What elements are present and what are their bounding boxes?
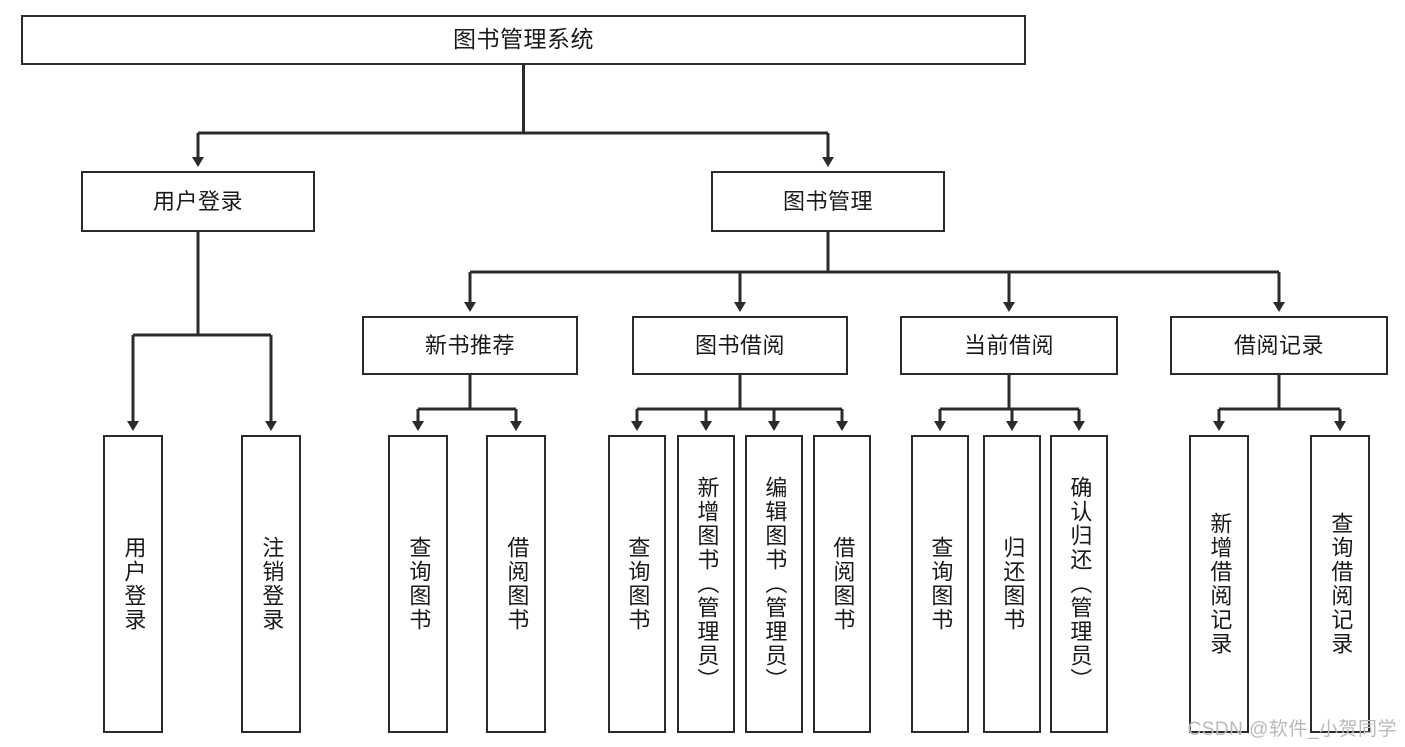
node-label: 查询借阅记录 <box>1328 512 1354 656</box>
node-leaf-user-login[interactable]: 用户登录 <box>103 435 163 733</box>
node-current-borrow[interactable]: 当前借阅 <box>900 316 1118 375</box>
node-leaf-add-record[interactable]: 新增借阅记录 <box>1189 435 1249 733</box>
node-root[interactable]: 图书管理系统 <box>21 15 1026 65</box>
node-leaf-add-book[interactable]: 新增图书（管理员） <box>677 435 735 733</box>
node-label: 注销登录 <box>259 536 285 632</box>
node-leaf-borrow-book-2[interactable]: 借阅图书 <box>813 435 871 733</box>
node-leaf-query-record[interactable]: 查询借阅记录 <box>1310 435 1370 733</box>
node-label: 查询图书 <box>625 536 651 632</box>
csdn-watermark: CSDN @软件_小贺同学 <box>1187 719 1397 740</box>
node-leaf-query-book-2[interactable]: 查询图书 <box>608 435 666 733</box>
node-label: 借阅图书 <box>504 536 530 632</box>
node-leaf-borrow-book-1[interactable]: 借阅图书 <box>486 435 546 733</box>
node-leaf-edit-book[interactable]: 编辑图书（管理员） <box>745 435 803 733</box>
node-label: 确认归还（管理员） <box>1067 476 1093 692</box>
node-label: 用户登录 <box>152 188 243 214</box>
node-label: 图书管理 <box>782 188 873 214</box>
node-label: 新书推荐 <box>424 332 515 358</box>
node-label: 图书管理系统 <box>453 26 594 53</box>
node-borrow-record[interactable]: 借阅记录 <box>1170 316 1388 375</box>
node-label: 借阅记录 <box>1233 332 1324 358</box>
node-label: 用户登录 <box>121 536 147 632</box>
node-label: 查询图书 <box>928 536 954 632</box>
node-leaf-query-book-3[interactable]: 查询图书 <box>911 435 969 733</box>
node-book-borrow[interactable]: 图书借阅 <box>632 316 848 375</box>
node-label: 当前借阅 <box>963 332 1054 358</box>
node-label: 查询图书 <box>406 536 432 632</box>
node-leaf-logout[interactable]: 注销登录 <box>241 435 301 733</box>
node-leaf-return-book[interactable]: 归还图书 <box>983 435 1041 733</box>
node-book-manage[interactable]: 图书管理 <box>711 171 945 232</box>
node-label: 编辑图书（管理员） <box>762 476 788 692</box>
node-label: 新增借阅记录 <box>1207 512 1233 656</box>
node-leaf-confirm-return[interactable]: 确认归还（管理员） <box>1050 435 1108 733</box>
node-user-login[interactable]: 用户登录 <box>81 171 315 232</box>
node-label: 归还图书 <box>1000 536 1026 632</box>
node-label: 新增图书（管理员） <box>694 476 720 692</box>
node-new-book-recommend[interactable]: 新书推荐 <box>362 316 578 375</box>
node-label: 借阅图书 <box>830 536 856 632</box>
node-label: 图书借阅 <box>694 332 785 358</box>
node-leaf-query-book-1[interactable]: 查询图书 <box>388 435 448 733</box>
